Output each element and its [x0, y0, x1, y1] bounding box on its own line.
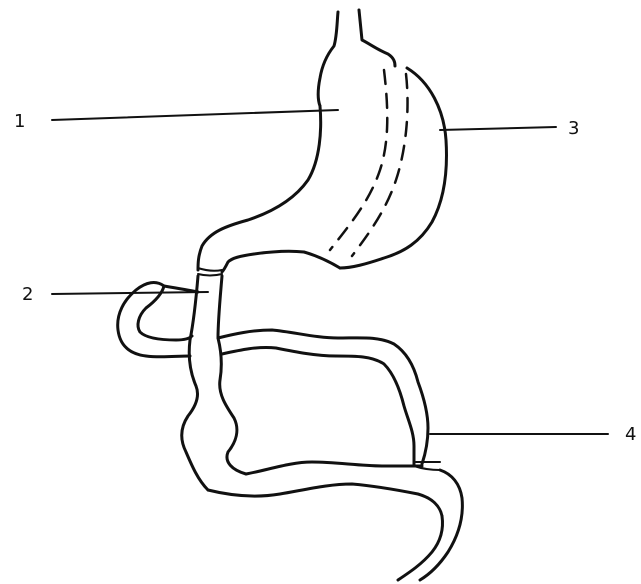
labels: 1 2 3 4 [14, 111, 636, 445]
leader-line-1 [52, 110, 338, 120]
pyloric-sphincter [198, 268, 222, 276]
label-2: 2 [22, 284, 33, 305]
leader-line-2 [52, 292, 208, 294]
esophagus [318, 10, 395, 106]
small-intestine [182, 276, 463, 580]
leader-line-3 [440, 127, 556, 130]
label-lines [52, 110, 608, 434]
label-1: 1 [14, 111, 25, 132]
stomach [198, 68, 446, 272]
label-4: 4 [625, 424, 636, 445]
label-3: 3 [568, 118, 579, 139]
